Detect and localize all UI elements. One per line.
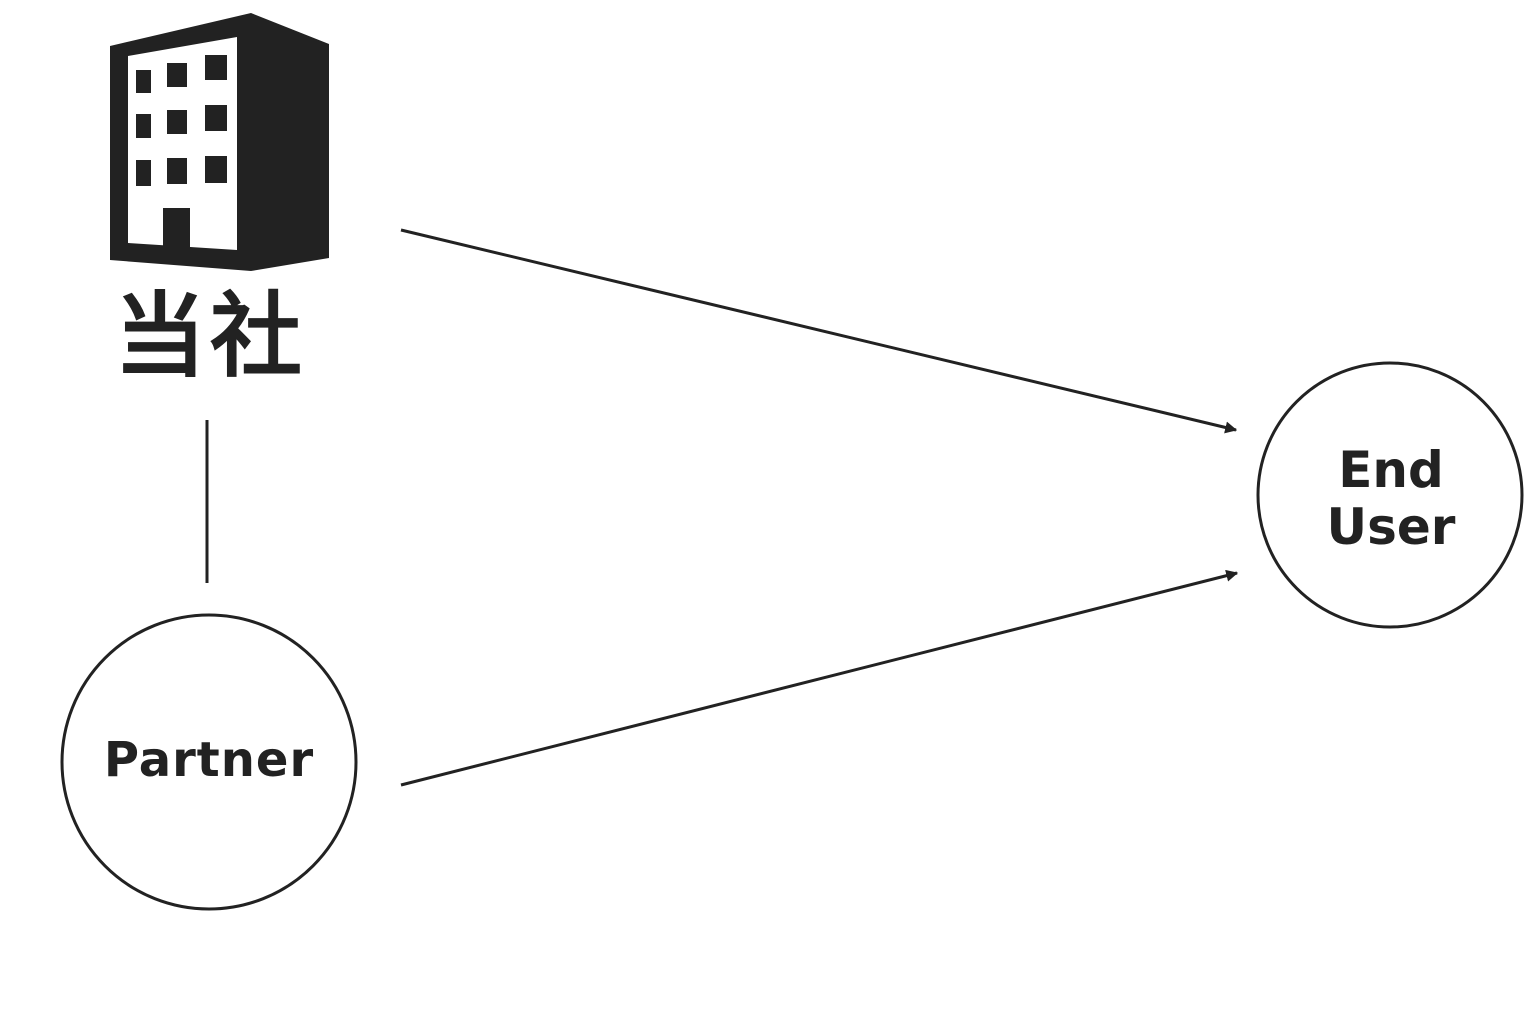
office-building-icon: [110, 13, 329, 271]
edge-partner-enduser-arrow: [400, 569, 1239, 787]
enduser-label-line1: End: [1338, 441, 1444, 499]
partner-label: Partner: [103, 732, 315, 788]
enduser-node-circle: [1256, 361, 1524, 629]
edge-company-enduser-arrow: [400, 228, 1238, 434]
enduser-label: End User: [1256, 442, 1526, 556]
enduser-label-line2: User: [1326, 498, 1456, 556]
company-label: 当社: [113, 283, 306, 390]
partner-node-circle: [60, 613, 358, 911]
